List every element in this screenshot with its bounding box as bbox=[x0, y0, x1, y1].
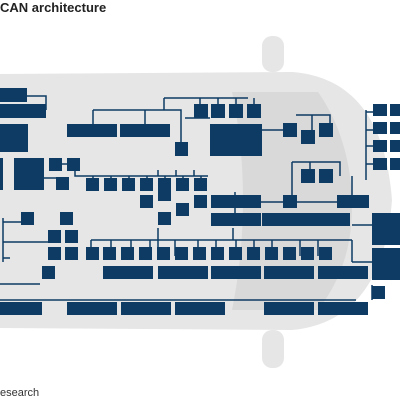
ecu-block bbox=[283, 123, 297, 137]
ecu-block bbox=[158, 188, 171, 201]
ecu-block bbox=[65, 247, 78, 260]
ecu-block bbox=[14, 158, 44, 190]
ecu-block bbox=[121, 302, 171, 315]
ecu-block bbox=[21, 212, 34, 225]
ecu-block bbox=[262, 213, 350, 226]
ecu-block bbox=[373, 104, 387, 116]
ecu-block bbox=[194, 195, 207, 208]
ecu-block bbox=[42, 266, 55, 279]
ecu-block bbox=[60, 212, 73, 225]
ecu-block bbox=[86, 247, 99, 260]
ecu-block bbox=[318, 266, 368, 279]
can-architecture-diagram bbox=[0, 36, 400, 368]
ecu-block bbox=[247, 104, 261, 118]
ecu-block bbox=[121, 247, 134, 260]
ecu-block bbox=[210, 124, 262, 156]
ecu-block bbox=[0, 88, 27, 102]
ecu-block bbox=[264, 302, 314, 315]
side-mirror-top bbox=[262, 36, 284, 72]
ecu-block bbox=[390, 140, 400, 152]
ecu-block bbox=[373, 140, 387, 152]
ecu-block bbox=[49, 158, 62, 171]
ecu-block bbox=[120, 124, 170, 137]
ecu-block bbox=[175, 247, 188, 260]
ecu-block bbox=[104, 178, 117, 191]
ecu-block bbox=[337, 195, 369, 208]
ecu-block bbox=[86, 178, 99, 191]
ecu-block bbox=[48, 247, 61, 260]
ecu-block bbox=[372, 213, 400, 245]
ecu-block bbox=[301, 169, 315, 183]
ecu-block bbox=[158, 266, 208, 279]
ecu-block bbox=[229, 104, 243, 118]
ecu-block bbox=[140, 178, 153, 191]
ecu-block bbox=[157, 247, 170, 260]
ecu-block bbox=[283, 195, 297, 208]
ecu-block bbox=[390, 158, 400, 170]
ecu-block bbox=[372, 286, 385, 299]
page-title: CAN architecture bbox=[0, 0, 107, 15]
ecu-block bbox=[372, 248, 400, 280]
ecu-block bbox=[211, 104, 225, 118]
ecu-block bbox=[0, 104, 46, 118]
ecu-block bbox=[103, 247, 116, 260]
ecu-block bbox=[67, 302, 117, 315]
ecu-block bbox=[194, 104, 208, 118]
source-note: esearch bbox=[0, 387, 40, 399]
ecu-block bbox=[140, 195, 153, 208]
ecu-block bbox=[229, 247, 242, 260]
ecu-block bbox=[264, 266, 314, 279]
ecu-block bbox=[176, 178, 189, 191]
ecu-block bbox=[103, 266, 153, 279]
ecu-block bbox=[211, 213, 261, 226]
ecu-block bbox=[247, 247, 260, 260]
ecu-block bbox=[211, 195, 261, 208]
side-mirror-bottom bbox=[262, 330, 284, 368]
ecu-block bbox=[373, 122, 387, 134]
ecu-block bbox=[211, 266, 261, 279]
ecu-block bbox=[48, 230, 61, 243]
ecu-block bbox=[139, 247, 152, 260]
ecu-block bbox=[194, 178, 207, 191]
ecu-block bbox=[0, 124, 28, 152]
ecu-block bbox=[175, 302, 225, 315]
ecu-block bbox=[301, 247, 314, 260]
ecu-block bbox=[175, 142, 188, 156]
ecu-block bbox=[319, 169, 333, 183]
ecu-block bbox=[265, 247, 278, 260]
ecu-block bbox=[390, 104, 400, 116]
ecu-block bbox=[158, 178, 171, 191]
ecu-block bbox=[193, 247, 206, 260]
ecu-block bbox=[319, 123, 333, 137]
ecu-block bbox=[158, 212, 171, 225]
ecu-block bbox=[56, 177, 69, 190]
ecu-block bbox=[211, 247, 224, 260]
ecu-block bbox=[176, 203, 189, 216]
ecu-block bbox=[122, 178, 135, 191]
ecu-block bbox=[0, 158, 3, 190]
ecu-block bbox=[319, 247, 332, 260]
ecu-blocks bbox=[0, 88, 400, 315]
ecu-block bbox=[390, 122, 400, 134]
ecu-block bbox=[67, 158, 80, 171]
ecu-block bbox=[0, 302, 42, 315]
ecu-block bbox=[301, 130, 315, 144]
ecu-block bbox=[373, 158, 387, 170]
ecu-block bbox=[67, 124, 117, 137]
ecu-block bbox=[65, 230, 78, 243]
ecu-block bbox=[283, 247, 296, 260]
ecu-block bbox=[318, 302, 368, 315]
